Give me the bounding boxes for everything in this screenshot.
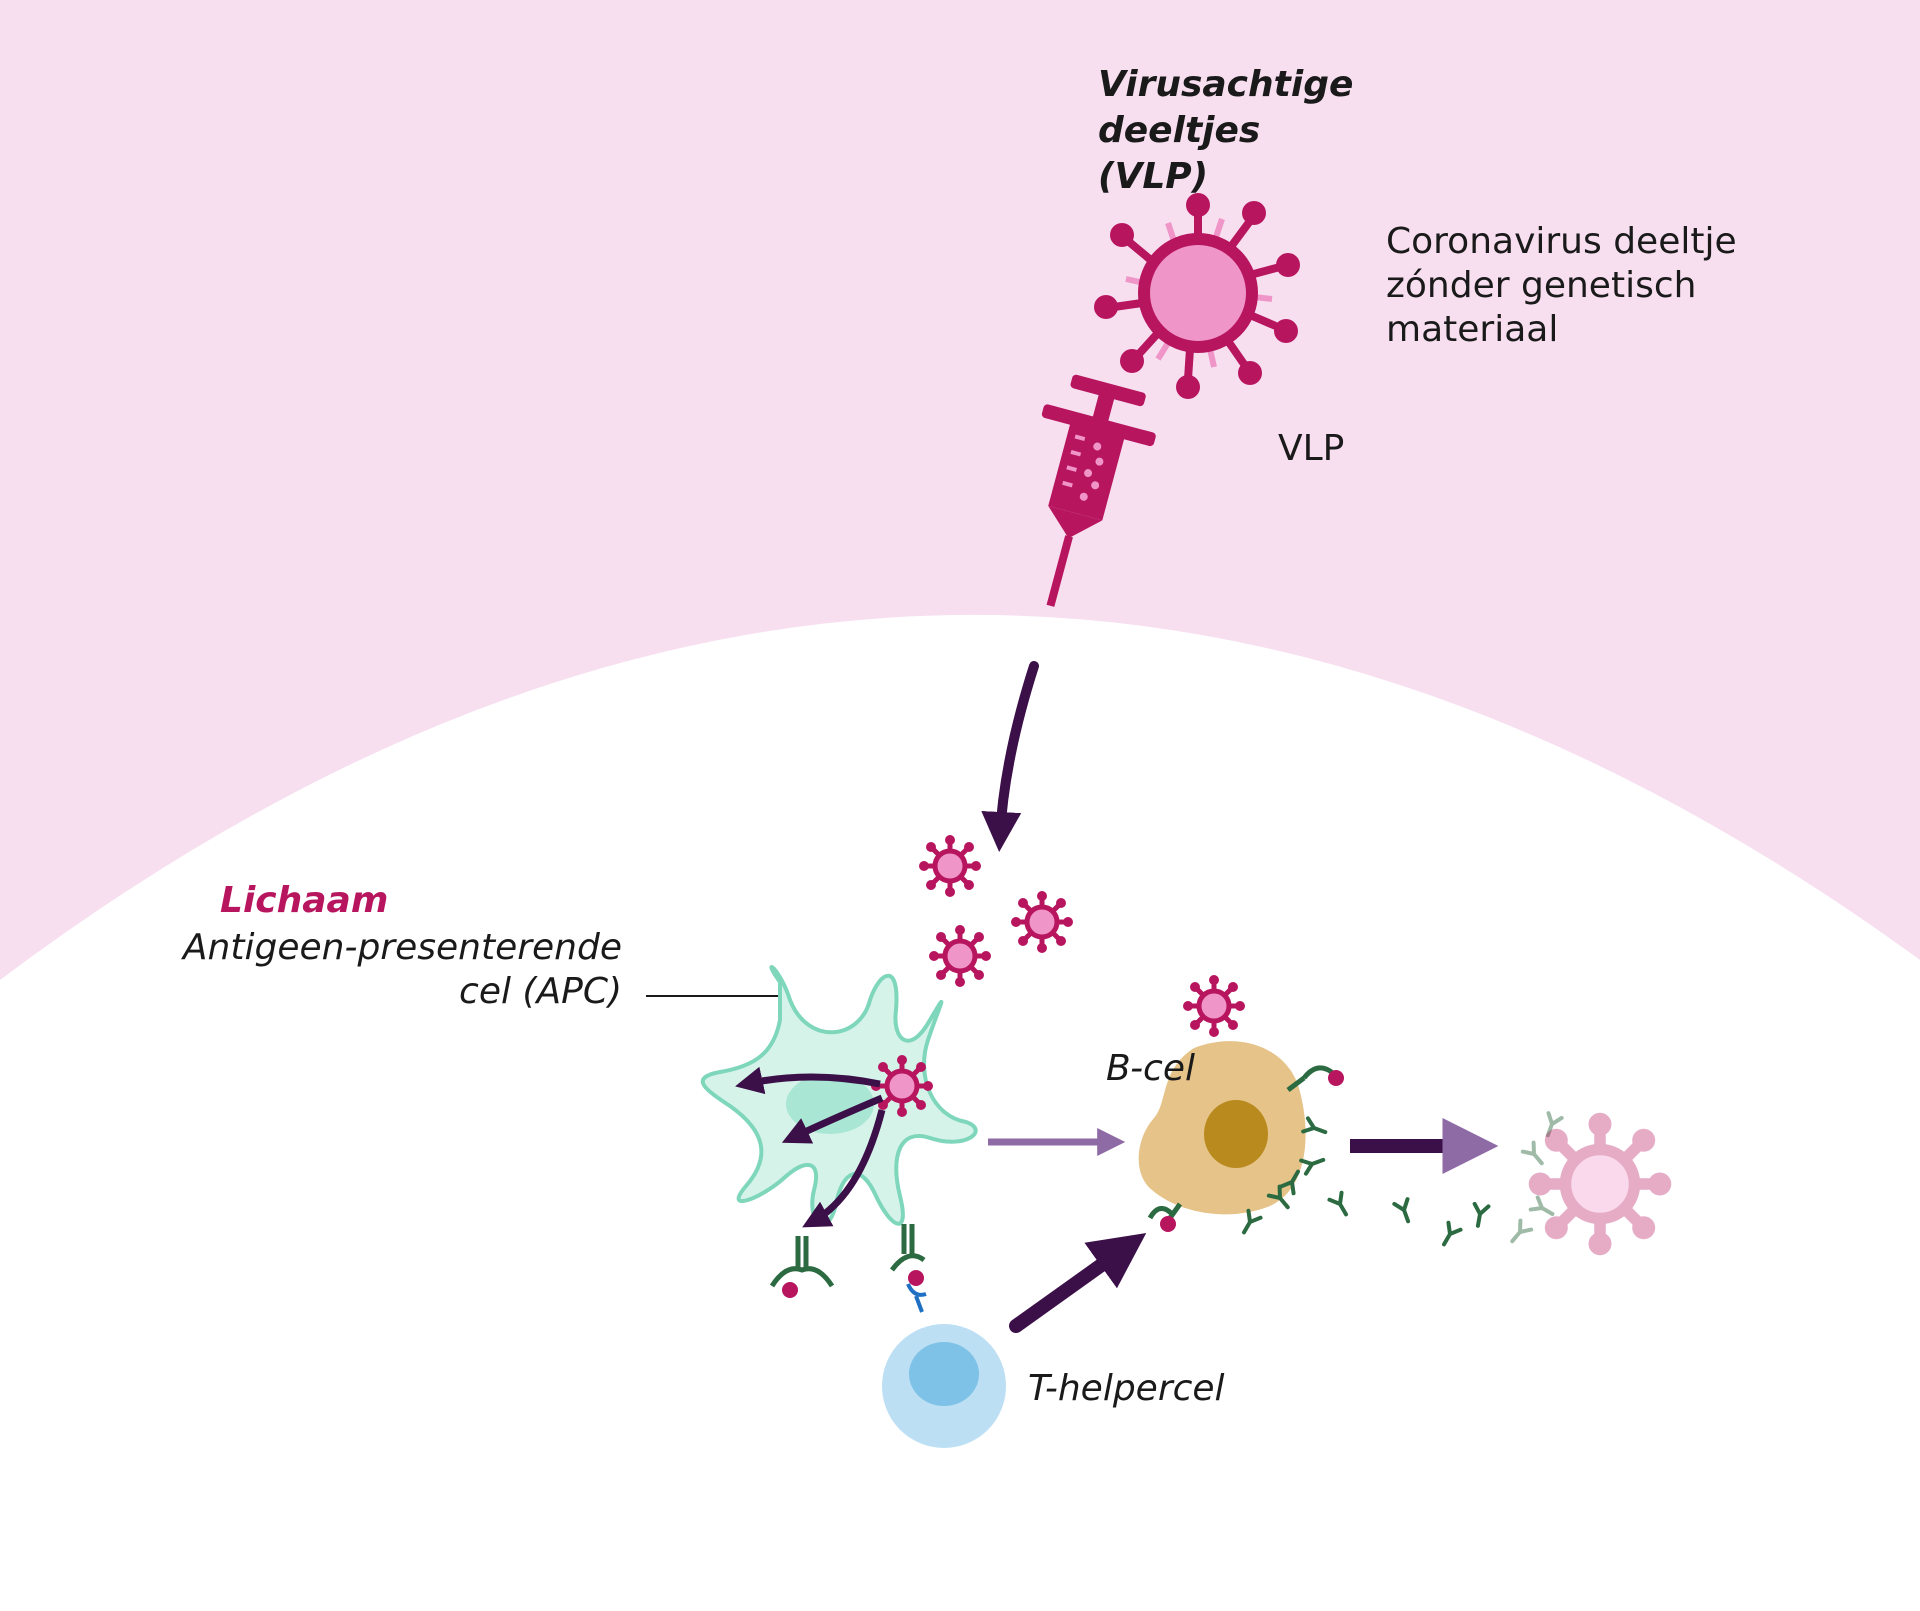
bcell-label: B-cel xyxy=(1106,1048,1195,1089)
t-helper-cell xyxy=(882,1324,1006,1448)
syringe-icon xyxy=(1041,374,1156,607)
virus-icon xyxy=(1183,975,1245,1037)
b-cell xyxy=(1138,1041,1306,1215)
vlp-virus-icon xyxy=(1094,193,1300,399)
virus-icon xyxy=(1011,891,1073,953)
processing-arrow xyxy=(802,1109,886,1228)
receptor-icon xyxy=(769,1236,835,1298)
virus-icon xyxy=(871,1055,933,1117)
thelper-to-bcell-arrow xyxy=(1009,1232,1147,1333)
virus-icon xyxy=(929,925,991,987)
injection-arrow xyxy=(981,661,1039,852)
apc-label: Antigeen-presenterende cel (APC) xyxy=(182,927,622,1012)
body-region xyxy=(0,614,1920,1611)
thelper-label: T-helpercel xyxy=(1028,1368,1225,1409)
virus-icon xyxy=(919,835,981,897)
receptor-icon xyxy=(1286,1065,1344,1092)
diagram-title: Virusachtige deeltjes (VLP) xyxy=(1098,64,1354,197)
processing-arrow xyxy=(781,1094,884,1144)
receptor-icon xyxy=(1147,1202,1183,1232)
body-label: Lichaam xyxy=(220,880,389,921)
neutralised-virus-icon xyxy=(1529,1113,1672,1256)
processing-arrow xyxy=(735,1066,881,1095)
receptor-icon xyxy=(889,1224,927,1313)
vlp-label: VLP xyxy=(1278,428,1345,469)
vlp-description: Coronavirus deeltje zónder genetisch mat… xyxy=(1386,221,1737,350)
